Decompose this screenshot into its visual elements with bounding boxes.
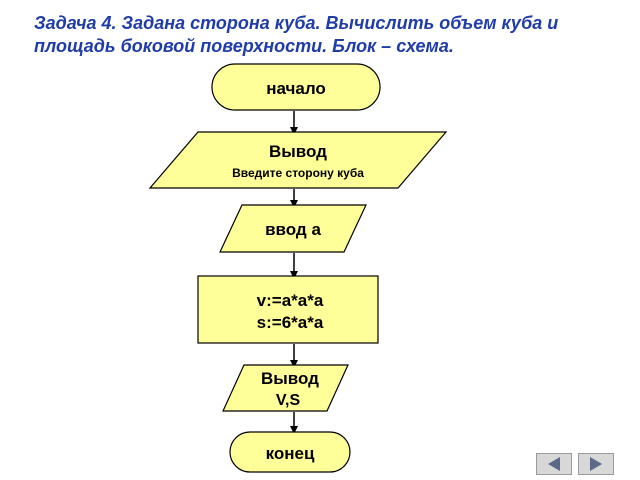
next-slide-button[interactable] (578, 453, 614, 475)
output-block-result: Вывод V,S (222, 364, 349, 412)
output2-title: Вывод (261, 369, 319, 388)
process-block: v:=a*a*a s:=6*a*a (197, 275, 379, 344)
output1-message: Введите сторону куба (232, 166, 364, 180)
output2-values: V,S (276, 392, 301, 409)
output-block-prompt: Вывод Введите сторону куба (148, 131, 448, 189)
triangle-left-icon (548, 457, 560, 471)
input-block: ввод а (219, 204, 367, 253)
input-label: ввод а (265, 220, 321, 239)
process-line1: v:=a*a*a (257, 291, 324, 310)
end-terminator: конец (229, 431, 351, 473)
end-label: конец (266, 444, 315, 463)
start-terminator: начало (211, 63, 381, 111)
slide-title: Задача 4. Задана сторона куба. Вычислить… (34, 13, 559, 56)
start-label: начало (266, 79, 326, 98)
previous-slide-button[interactable] (536, 453, 572, 475)
triangle-right-icon (590, 457, 602, 471)
output1-title: Вывод (269, 142, 327, 161)
process-line2: s:=6*a*a (257, 313, 324, 332)
